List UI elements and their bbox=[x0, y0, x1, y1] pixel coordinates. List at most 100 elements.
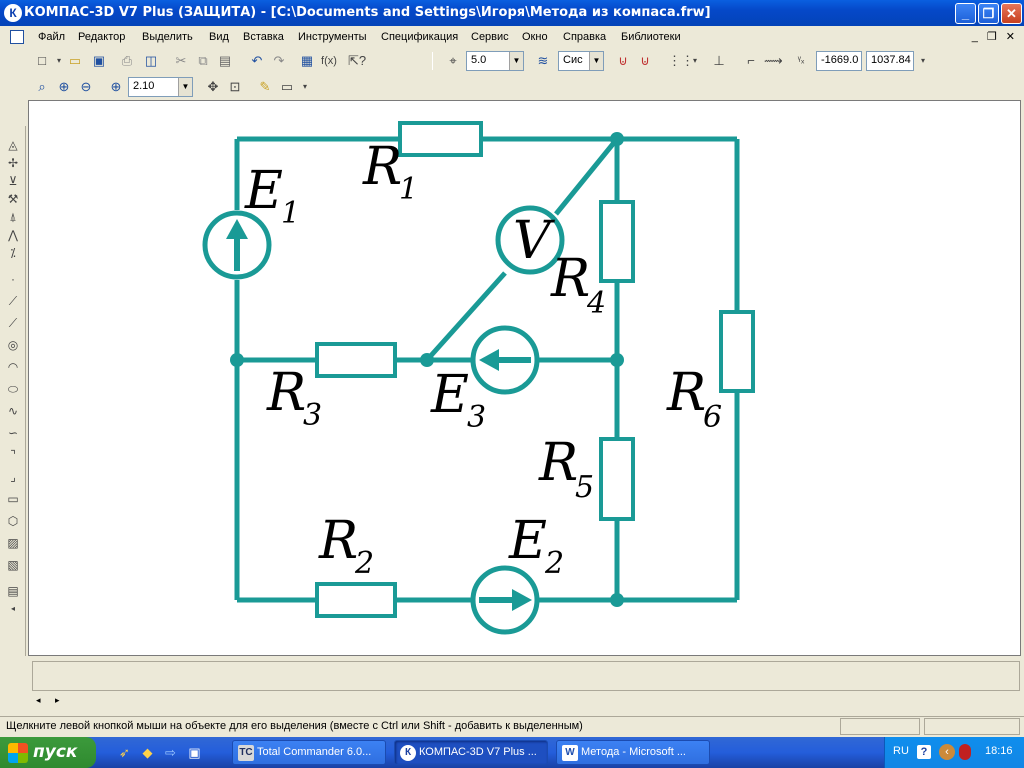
close-button[interactable]: ✕ bbox=[1001, 3, 1022, 24]
menu-file[interactable]: Файл bbox=[38, 31, 66, 43]
grid-icon[interactable]: ⋮⋮ bbox=[668, 53, 694, 68]
fillet-icon[interactable]: ⌟ bbox=[10, 470, 16, 484]
zoom-combo[interactable]: 2.10 ▼ bbox=[128, 77, 193, 97]
help-cursor-icon[interactable]: ⇱? bbox=[348, 53, 367, 68]
segment-icon[interactable]: ⟋ bbox=[8, 316, 18, 330]
zoom-window-icon[interactable]: ⌕ bbox=[38, 79, 46, 94]
zoom-scale-icon[interactable]: ⊕ bbox=[110, 79, 122, 94]
menu-window[interactable]: Окно bbox=[522, 31, 548, 43]
label-r6-subscript: 6 bbox=[703, 400, 723, 435]
display-options-icon[interactable]: ▭ bbox=[280, 79, 294, 94]
maximize-button[interactable]: ❐ bbox=[978, 3, 999, 24]
document-icon[interactable] bbox=[10, 30, 24, 44]
undo-icon[interactable]: ↶ bbox=[251, 53, 263, 68]
spline-icon[interactable]: ∿ bbox=[7, 404, 19, 418]
designations-panel-icon[interactable]: ⊻ bbox=[8, 174, 18, 188]
minimize-button[interactable]: _ bbox=[955, 3, 976, 24]
cut-icon[interactable]: ✂ bbox=[175, 53, 187, 68]
parametrization-panel-icon[interactable]: ⍋ bbox=[9, 210, 17, 224]
more-tools-icon[interactable]: ▤ bbox=[7, 584, 19, 598]
word-icon: W bbox=[562, 745, 578, 761]
property-field[interactable] bbox=[32, 661, 1020, 691]
polyline-icon[interactable]: ∽ bbox=[7, 426, 19, 440]
new-document-icon[interactable]: □ bbox=[38, 53, 46, 68]
zoom-out-icon[interactable]: ⊖ bbox=[80, 79, 92, 94]
dropdown-arrow-icon[interactable]: ▾ bbox=[302, 82, 307, 91]
zoom-in-icon[interactable]: ⊕ bbox=[58, 79, 70, 94]
taskbar-total-commander[interactable]: TC Total Commander 6.0... bbox=[232, 740, 386, 765]
taskbar-kompas[interactable]: К КОМПАС-3D V7 Plus ... bbox=[394, 740, 548, 765]
edit-panel-icon[interactable]: ⚒ bbox=[7, 192, 19, 206]
redo-icon[interactable]: ↷ bbox=[273, 53, 285, 68]
dropdown-arrow-icon[interactable]: ▾ bbox=[56, 56, 61, 65]
print-preview-icon[interactable]: ◫ bbox=[144, 53, 158, 68]
dropdown-arrow-icon[interactable]: ▾ bbox=[692, 56, 697, 65]
menu-specification[interactable]: Спецификация bbox=[381, 31, 459, 43]
source-e2 bbox=[470, 565, 540, 635]
menu-insert[interactable]: Вставка bbox=[243, 31, 284, 43]
dropdown-arrow-icon[interactable]: ▾ bbox=[920, 56, 925, 65]
drawing-canvas[interactable]: E 1 R 1 V R 4 R 3 E 3 R 6 R 5 R 2 E 2 bbox=[28, 100, 1021, 656]
coord-y-field[interactable]: 1037.84 bbox=[866, 51, 914, 71]
scroll-down-icon[interactable]: ◂ bbox=[10, 604, 15, 613]
copy-icon[interactable]: ⧉ bbox=[198, 53, 208, 68]
menu-select[interactable]: Выделить bbox=[142, 31, 193, 43]
clock[interactable]: 18:16 bbox=[985, 745, 1013, 757]
measure-panel-icon[interactable]: ⋀ bbox=[8, 228, 18, 242]
menu-service[interactable]: Сервис bbox=[471, 31, 509, 43]
mdi-window-controls[interactable]: _ ❐ ✕ bbox=[971, 31, 1018, 43]
variables-icon[interactable]: ▦ bbox=[300, 53, 314, 68]
paste-icon[interactable]: ▤ bbox=[218, 53, 232, 68]
layers-icon[interactable]: ≋ bbox=[537, 53, 549, 68]
help-icon[interactable]: ? bbox=[917, 745, 931, 759]
snap-magnet-icon[interactable]: ⊍ bbox=[618, 53, 628, 68]
rectangle-icon[interactable]: ▭ bbox=[7, 492, 19, 506]
tray-arrow-icon[interactable]: ‹ bbox=[939, 744, 955, 760]
auxiliary-line-icon[interactable]: ⟋ bbox=[8, 294, 18, 308]
pan-icon[interactable]: ✥ bbox=[207, 79, 219, 94]
select-panel-icon[interactable]: ⁒ bbox=[10, 246, 16, 260]
menu-view[interactable]: Вид bbox=[209, 31, 229, 43]
refresh-icon[interactable]: ✎ bbox=[259, 79, 271, 94]
chamfer-icon[interactable]: ⌝ bbox=[10, 448, 16, 462]
circle-icon[interactable]: ◎ bbox=[7, 338, 19, 352]
status-bar: Щелкните левой кнопкой мыши на объекте д… bbox=[0, 716, 1024, 736]
compact-toolbar: ◬ ✢ ⊻ ⚒ ⍋ ⋀ ⁒ · ⟋ ⟋ ◎ ◠ ⬭ ∿ ∽ ⌝ ⌟ ▭ ⬡ ▨ … bbox=[0, 126, 26, 656]
menu-edit[interactable]: Редактор bbox=[78, 31, 126, 43]
taskbar-word[interactable]: W Метода - Microsoft ... bbox=[556, 740, 710, 765]
antivirus-icon[interactable] bbox=[959, 744, 971, 760]
menu-libraries[interactable]: Библиотеки bbox=[621, 31, 681, 43]
chevron-down-icon[interactable]: ▼ bbox=[178, 78, 192, 96]
coordinate-system-icon[interactable]: ⊥ bbox=[713, 53, 725, 68]
menu-help[interactable]: Справка bbox=[563, 31, 607, 43]
quicklaunch-runner-icon[interactable]: ➶ bbox=[119, 745, 130, 760]
menu-tools[interactable]: Инструменты bbox=[298, 31, 367, 43]
ellipse-icon[interactable]: ⬭ bbox=[7, 382, 19, 396]
fx-button[interactable]: f(x) bbox=[321, 55, 337, 67]
quicklaunch-window-icon[interactable]: ▣ bbox=[188, 745, 201, 760]
language-indicator[interactable]: RU bbox=[893, 745, 909, 757]
step-combo[interactable]: 5.0 ▼ bbox=[466, 51, 524, 71]
show-all-icon[interactable]: ⊡ bbox=[229, 79, 241, 94]
chevron-down-icon[interactable]: ▼ bbox=[589, 52, 603, 70]
print-icon[interactable]: ⎙ bbox=[121, 53, 133, 68]
hatch-icon[interactable]: ▨ bbox=[7, 536, 19, 550]
style-combo[interactable]: Сис ▼ bbox=[558, 51, 604, 71]
quicklaunch-diamond-icon[interactable]: ◆ bbox=[142, 745, 153, 760]
open-folder-icon[interactable]: ▭ bbox=[68, 53, 82, 68]
start-button[interactable]: пуск bbox=[0, 737, 96, 768]
fill-icon[interactable]: ▧ bbox=[7, 558, 19, 572]
ortho-icon[interactable]: ⌐ bbox=[747, 53, 755, 68]
quicklaunch-arrow-icon[interactable]: ⇨ bbox=[165, 745, 176, 760]
arc-icon[interactable]: ◠ bbox=[7, 360, 19, 374]
snap-options-icon[interactable]: ⊍ bbox=[640, 53, 650, 68]
save-icon[interactable]: ▣ bbox=[92, 53, 106, 68]
panel-scroll-arrows[interactable]: ◂ ▸ bbox=[36, 695, 66, 705]
chevron-down-icon[interactable]: ▼ bbox=[509, 52, 523, 70]
dimensions-panel-icon[interactable]: ✢ bbox=[7, 156, 19, 170]
geometry-panel-icon[interactable]: ◬ bbox=[8, 138, 18, 152]
point-icon[interactable]: · bbox=[11, 272, 15, 286]
polygon-icon[interactable]: ⬡ bbox=[7, 514, 19, 528]
coord-x-field[interactable]: -1669.0 bbox=[816, 51, 862, 71]
cursor-position-icon[interactable]: ⟿ bbox=[764, 53, 783, 68]
